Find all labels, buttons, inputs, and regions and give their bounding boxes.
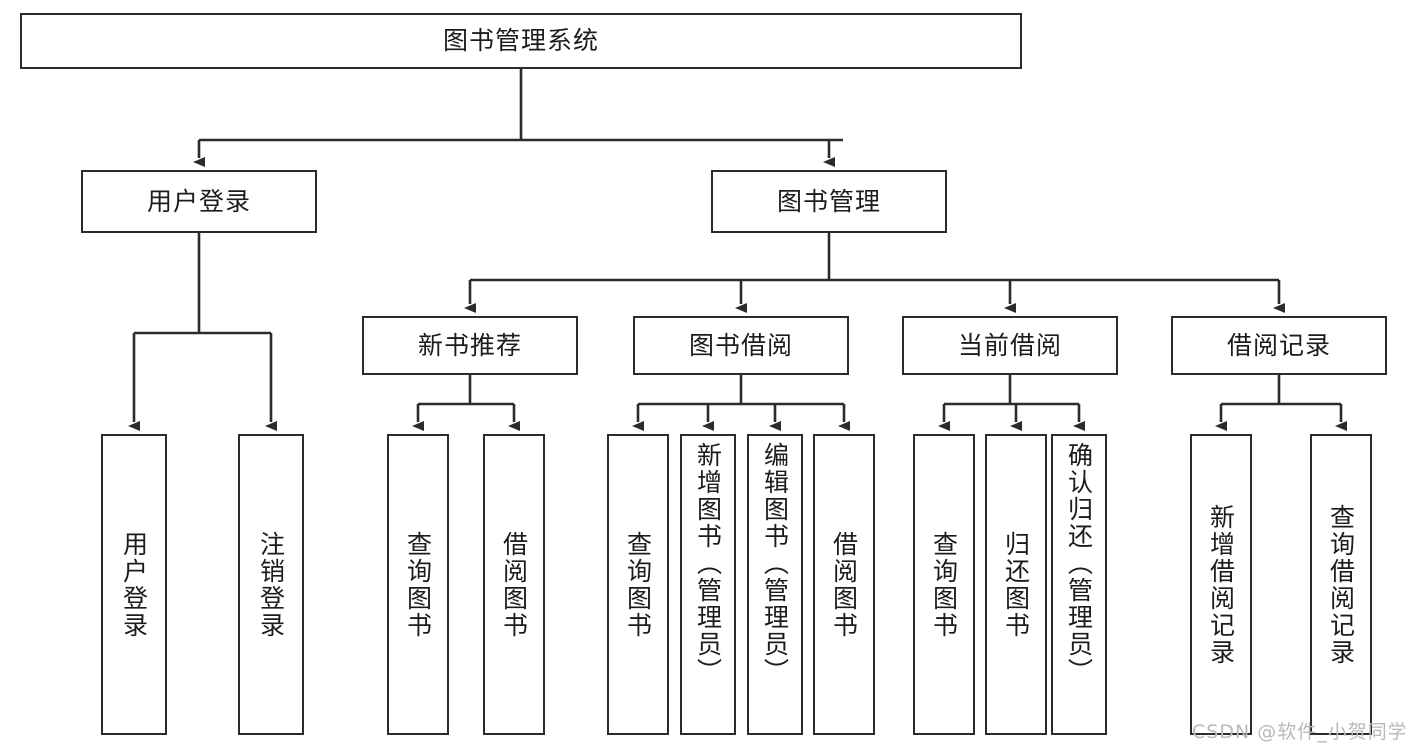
node-label: 当前借阅 [957, 330, 1062, 360]
node-label: 用户登录 [146, 186, 251, 216]
node-leaf-query-borrow-record[interactable]: 查询借阅记录 [1310, 434, 1372, 735]
node-root-system[interactable]: 图书管理系统 [20, 13, 1022, 69]
node-label: 新增借阅记录 [1206, 503, 1236, 666]
node-label: 注销登录 [256, 530, 286, 639]
node-label: 编辑图书（管理员） [760, 442, 790, 685]
node-label: 查询图书 [403, 530, 433, 639]
node-book-management[interactable]: 图书管理 [711, 170, 947, 233]
node-leaf-add-borrow-record[interactable]: 新增借阅记录 [1190, 434, 1252, 735]
node-borrow-record[interactable]: 借阅记录 [1171, 316, 1387, 375]
node-label: 查询借阅记录 [1326, 503, 1356, 666]
node-label: 新增图书（管理员） [693, 442, 723, 685]
node-user-login[interactable]: 用户登录 [81, 170, 317, 233]
node-leaf-query-book-current[interactable]: 查询图书 [913, 434, 975, 735]
node-current-borrow[interactable]: 当前借阅 [902, 316, 1118, 375]
node-new-book-recommend[interactable]: 新书推荐 [362, 316, 578, 375]
node-label: 借阅图书 [829, 530, 859, 639]
node-label: 图书管理系统 [442, 26, 599, 55]
node-leaf-confirm-return-admin[interactable]: 确认归还（管理员） [1051, 434, 1107, 735]
node-leaf-borrow-book-recommend[interactable]: 借阅图书 [483, 434, 545, 735]
node-leaf-user-login[interactable]: 用户登录 [101, 434, 167, 735]
node-label: 查询图书 [623, 530, 653, 639]
node-label: 图书借阅 [688, 330, 793, 360]
node-label: 新书推荐 [417, 330, 522, 360]
node-leaf-return-book[interactable]: 归还图书 [985, 434, 1047, 735]
node-label: 借阅记录 [1226, 330, 1331, 360]
node-leaf-logout[interactable]: 注销登录 [238, 434, 304, 735]
node-label: 查询图书 [929, 530, 959, 639]
node-leaf-query-book-borrow[interactable]: 查询图书 [607, 434, 669, 735]
node-label: 用户登录 [119, 530, 149, 639]
csdn-watermark: CSDN @软件_小贺同学 [1192, 721, 1405, 743]
node-label: 借阅图书 [499, 530, 529, 639]
node-leaf-edit-book-admin[interactable]: 编辑图书（管理员） [747, 434, 803, 735]
node-leaf-borrow-book[interactable]: 借阅图书 [813, 434, 875, 735]
node-leaf-query-book-recommend[interactable]: 查询图书 [387, 434, 449, 735]
node-label: 确认归还（管理员） [1064, 442, 1094, 685]
node-leaf-add-book-admin[interactable]: 新增图书（管理员） [680, 434, 736, 735]
node-label: 图书管理 [776, 186, 881, 216]
node-book-borrow[interactable]: 图书借阅 [633, 316, 849, 375]
node-label: 归还图书 [1001, 530, 1031, 639]
